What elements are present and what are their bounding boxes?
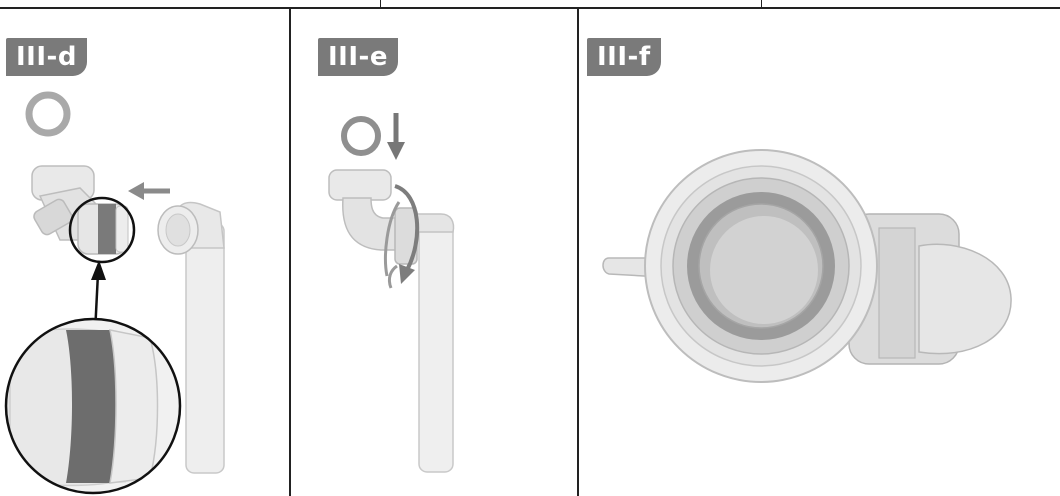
fitting-top-view [603,150,1011,382]
arrow-down-icon [387,113,405,160]
panel-iii-f-illustration [579,8,1060,496]
assembled-trap [329,170,454,472]
panel-iii-e-illustration [291,8,577,496]
arrow-left-icon [128,182,170,200]
washer-ring [29,95,67,133]
panel-iii-d: III-d [0,8,289,496]
elbow-fitting [32,166,128,254]
panel-iii-d-illustration [0,8,289,496]
zoom-detail [0,308,200,496]
washer-ring [344,119,378,153]
panel-iii-f: III-f [579,8,1060,496]
panel-iii-e: III-e [291,8,577,496]
